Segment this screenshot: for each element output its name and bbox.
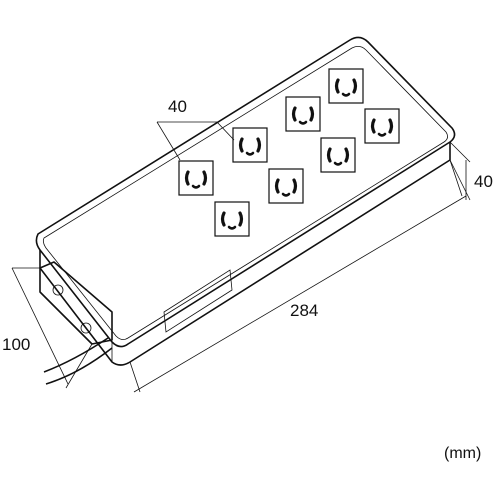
screw-hole-1-icon — [52, 284, 64, 296]
outlet-group — [178, 68, 400, 237]
mounting-flange — [39, 261, 113, 345]
length-dim-line — [133, 195, 467, 393]
height-ext-line-2 — [449, 159, 471, 201]
outlet-8-icon — [364, 108, 400, 144]
socket-pitch-label: 40 — [168, 97, 187, 116]
pitch-ext-line-2 — [216, 121, 235, 141]
dimension-lines — [11, 121, 471, 393]
power-cord — [43, 337, 113, 385]
width-ext-line-2 — [65, 343, 93, 389]
length-ext-line-2 — [449, 159, 463, 197]
pitch-ext-line-1 — [156, 121, 181, 161]
outlet-6-icon — [268, 168, 304, 204]
length-label: 284 — [290, 301, 318, 320]
outlet-4-icon — [328, 68, 364, 104]
unit-label: (mm) — [444, 445, 481, 462]
outlet-2-icon — [232, 127, 268, 163]
outlet-5-icon — [214, 201, 250, 237]
outlet-7-icon — [320, 137, 356, 173]
power-strip-body — [35, 36, 456, 366]
screw-hole-2-icon — [80, 322, 92, 334]
height-label: 40 — [474, 172, 493, 191]
height-ext-line-1 — [449, 141, 471, 163]
length-ext-line-1 — [129, 361, 141, 393]
width-label: 100 — [2, 335, 30, 354]
outlet-3-icon — [285, 96, 321, 132]
outlet-1-icon — [178, 160, 214, 196]
width-dim-line — [11, 267, 69, 385]
